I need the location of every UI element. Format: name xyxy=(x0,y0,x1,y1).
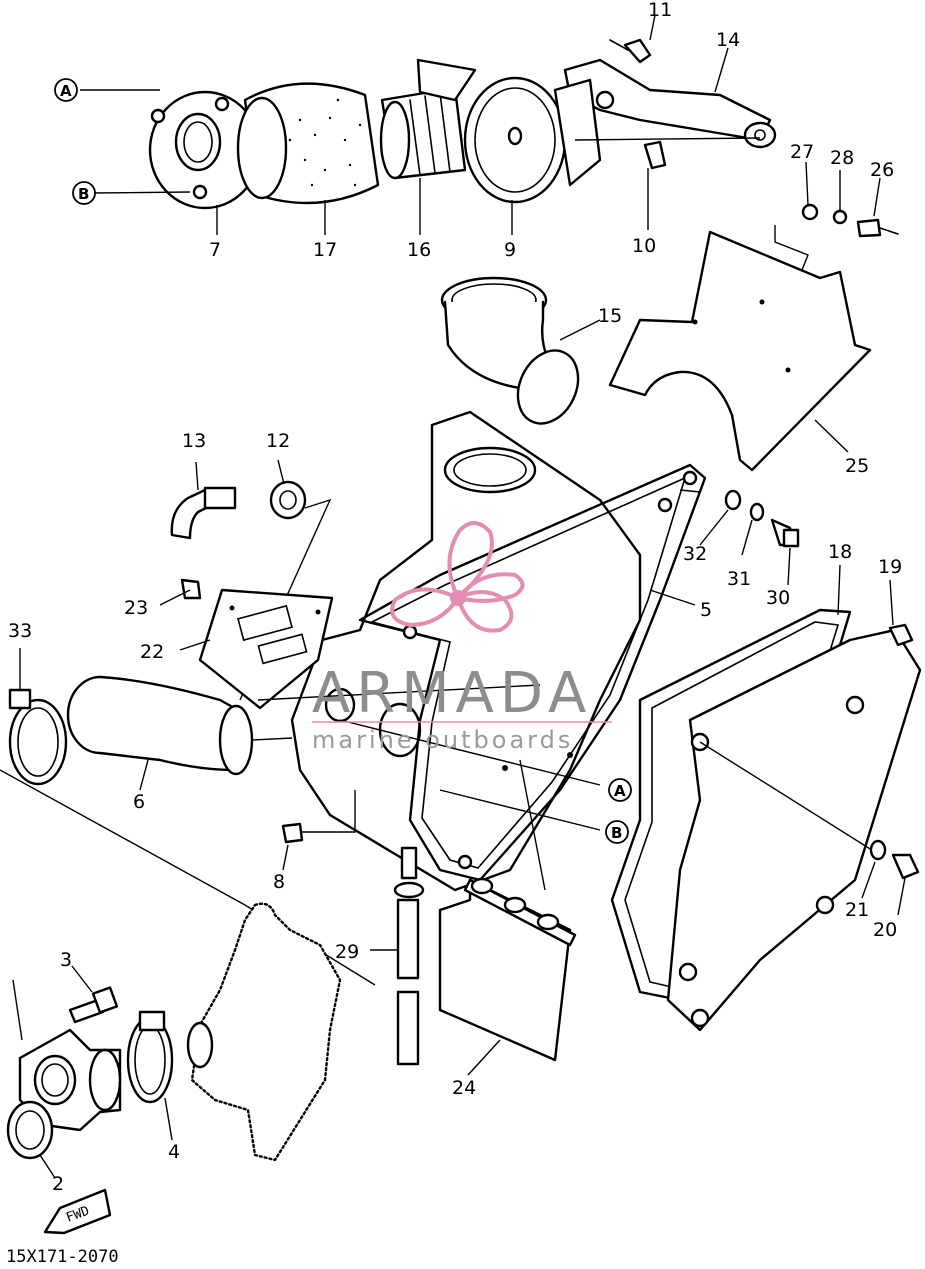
callout-18: 18 xyxy=(828,541,852,563)
box-24 xyxy=(438,877,577,1076)
callout-7: 7 xyxy=(209,239,221,261)
washer-32 xyxy=(724,489,742,511)
clip-10 xyxy=(643,140,667,170)
heat-shield-25 xyxy=(608,230,872,472)
callout-12: 12 xyxy=(266,430,290,452)
armada-flower-logo-icon xyxy=(390,521,525,633)
air-filter-bracket-14 xyxy=(553,58,777,187)
carburetor-joint xyxy=(12,979,122,1132)
ref-b-box: B xyxy=(611,824,622,842)
callout-15: 15 xyxy=(598,305,622,327)
callout-4: 4 xyxy=(168,1141,180,1163)
callout-8: 8 xyxy=(273,871,285,893)
callout-6: 6 xyxy=(133,791,145,813)
washer-28 xyxy=(832,209,848,225)
callout-13: 13 xyxy=(182,430,206,452)
callout-32: 32 xyxy=(683,543,707,565)
callout-25: 25 xyxy=(845,455,869,477)
nut-27 xyxy=(801,203,819,221)
ref-a-box: A xyxy=(614,782,626,800)
callout-23: 23 xyxy=(124,597,148,619)
watermark-tagline: marine outboards xyxy=(312,726,573,754)
callout-27: 27 xyxy=(790,141,814,163)
callout-28: 28 xyxy=(830,147,854,169)
leader-lines-hw3 xyxy=(861,861,906,916)
document-code: 15X171-2070 xyxy=(6,1247,119,1267)
forward-arrow-icon: FWD xyxy=(43,1188,112,1235)
callout-31: 31 xyxy=(727,568,751,590)
clamp-33 xyxy=(8,648,68,786)
callout-3: 3 xyxy=(60,949,72,971)
callout-19: 19 xyxy=(878,556,902,578)
screw-26 xyxy=(856,218,899,238)
callout-30: 30 xyxy=(766,587,790,609)
watermark-brand: ARMADA xyxy=(312,661,592,726)
reference-markers: A B A B xyxy=(54,78,632,844)
bolt-8 xyxy=(281,790,356,871)
ref-a-top: A xyxy=(60,82,72,100)
lock-washer-31 xyxy=(749,502,765,522)
ref-b-top: B xyxy=(78,185,89,203)
bolt-20 xyxy=(891,853,920,880)
callout-14: 14 xyxy=(716,29,740,51)
washer-21 xyxy=(869,839,887,861)
air-filter-element-17 xyxy=(236,82,380,205)
screw-23 xyxy=(159,578,202,606)
air-filter-case-cover-9 xyxy=(416,58,567,204)
leader-lines-hw2 xyxy=(679,489,791,586)
gasket-2 xyxy=(6,1100,56,1179)
callout-5: 5 xyxy=(700,599,712,621)
callout-33: 33 xyxy=(8,620,32,642)
carburetor-outline xyxy=(186,902,342,1162)
callout-26: 26 xyxy=(870,159,894,181)
air-box-case xyxy=(290,410,642,892)
joint-clamp-4 xyxy=(126,1010,174,1141)
callout-9: 9 xyxy=(504,239,516,261)
callout-11: 11 xyxy=(648,0,672,21)
callout-17: 17 xyxy=(313,239,337,261)
plate-22 xyxy=(179,588,334,710)
callout-21: 21 xyxy=(845,899,869,921)
callout-20: 20 xyxy=(873,919,897,941)
air-filter-cap-7 xyxy=(148,90,262,210)
callout-22: 22 xyxy=(140,641,164,663)
bolt-3 xyxy=(68,965,119,1024)
intake-elbow-15 xyxy=(440,276,601,425)
intake-hose-6 xyxy=(66,675,293,791)
leader-lines-top xyxy=(80,14,761,235)
callout-29: 29 xyxy=(335,941,359,963)
armada-watermark: ARMADA marine outboards xyxy=(312,521,612,754)
callout-24: 24 xyxy=(452,1077,476,1099)
air-box-seal-5 xyxy=(358,463,707,882)
screw-11 xyxy=(609,38,652,64)
drain-tube-29 xyxy=(370,846,425,1066)
air-filter-guide-16 xyxy=(379,86,467,180)
callout-2: 2 xyxy=(52,1173,64,1195)
callout-16: 16 xyxy=(407,239,431,261)
bolt-30 xyxy=(770,518,800,548)
side-cover-19 xyxy=(666,564,922,1032)
elbow-fitting-13 xyxy=(170,461,237,540)
callouts: 11 14 7 17 16 9 10 27 28 26 15 25 13 12 … xyxy=(8,0,902,1195)
callout-10: 10 xyxy=(632,235,656,257)
